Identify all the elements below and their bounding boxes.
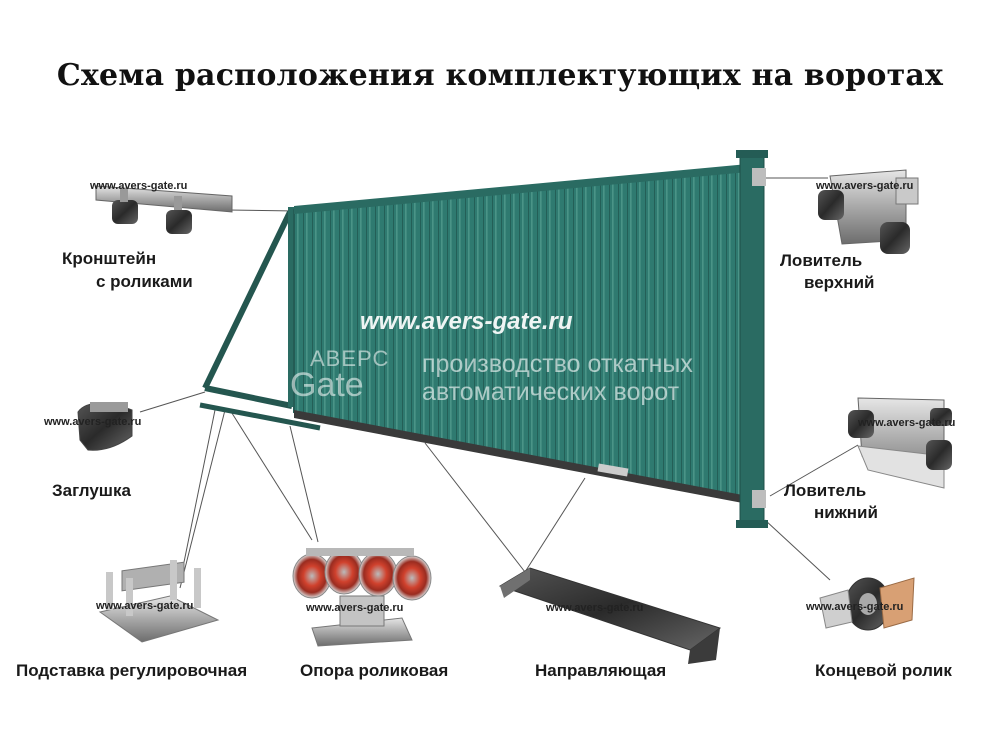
page-title: Схема расположения комплектующих на воро… <box>56 58 944 93</box>
watermark-podstavka: www.avers-gate.ru <box>96 600 194 612</box>
leader-lines <box>139 177 859 589</box>
label-lovitel-verh-line2: верхний <box>804 273 875 292</box>
gate-tagline-2: автоматических ворот <box>422 378 680 406</box>
label-lovitel-niz-line2: нижний <box>814 503 878 522</box>
watermark-koncevoy: www.avers-gate.ru <box>806 601 904 613</box>
watermark-lovitel-niz: www.avers-gate.ru <box>858 417 956 429</box>
label-napravlyayushchaya: Направляющая <box>535 661 667 680</box>
watermark-napravlyayushchaya: www.avers-gate.ru <box>546 602 644 614</box>
gate-right-post <box>739 151 765 527</box>
label-podstavka: Подставка регулировочная <box>16 661 248 680</box>
gate-url-watermark: www.avers-gate.ru <box>360 308 573 335</box>
guide-rail-image <box>498 567 722 664</box>
label-lovitel-verh-line1: Ловитель <box>780 251 863 270</box>
logo-text-top: АВЕРС <box>310 346 390 371</box>
gate-tagline-1: производство откатных <box>422 350 693 378</box>
lower-catcher-image <box>848 397 952 489</box>
adjusting-stand-image <box>98 560 220 643</box>
end-cap-image <box>77 402 133 451</box>
logo-text-bottom: Gate <box>290 366 364 404</box>
gate-bottom-rail <box>294 410 748 504</box>
watermark-lovitel-verh: www.avers-gate.ru <box>816 180 914 192</box>
label-opora: Опора роликовая <box>300 661 449 680</box>
watermark-kronshtein: www.avers-gate.ru <box>90 180 188 192</box>
label-kronshtein-line1: Кронштейн <box>62 249 157 268</box>
upper-catcher-image <box>818 169 919 254</box>
roller-support-image <box>292 548 432 647</box>
label-lovitel-niz-line1: Ловитель <box>784 481 867 500</box>
bracket-with-rollers-image <box>95 185 233 234</box>
watermark-opora: www.avers-gate.ru <box>306 602 404 614</box>
label-koncevoy: Концевой ролик <box>815 661 952 680</box>
gate-frame <box>199 210 321 431</box>
label-zaglushka: Заглушка <box>52 481 131 500</box>
watermark-zaglushka: www.avers-gate.ru <box>44 416 142 428</box>
end-roller-image <box>819 577 915 631</box>
label-kronshtein-line2: с роликами <box>96 272 193 291</box>
